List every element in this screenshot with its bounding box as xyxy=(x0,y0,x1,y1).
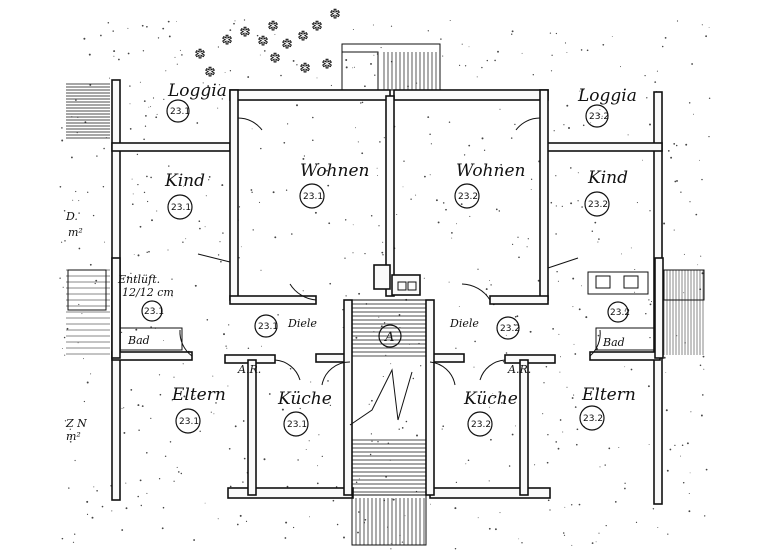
room-number: 23.1 xyxy=(144,307,164,317)
svg-text:✱: ✱ xyxy=(330,7,340,21)
room-kind-2: Kind 23.2 xyxy=(584,168,628,217)
svg-text:✱: ✱ xyxy=(282,37,292,51)
svg-text:✱: ✱ xyxy=(195,47,205,61)
room-name: Bad xyxy=(127,334,150,347)
room-name: Wohnen xyxy=(300,161,369,181)
room-name: Kind xyxy=(164,171,205,191)
room-bad-2: 23.2 Bad xyxy=(602,301,630,349)
room-kueche-1: Küche 23.1 xyxy=(277,389,332,437)
room-number: 23.2 xyxy=(583,414,603,424)
room-wohnen-1: Wohnen 23.1 xyxy=(299,161,369,209)
room-kueche-2: Küche 23.2 xyxy=(463,389,518,437)
room-name: Loggia xyxy=(577,86,637,106)
stair-label: A xyxy=(384,330,394,345)
room-diele-1: 23.1 Diele xyxy=(254,314,317,338)
room-number: 23.1 xyxy=(303,192,323,202)
room-kind-1: Kind 23.1 xyxy=(164,171,205,220)
edge-fragment: Z N xyxy=(65,417,87,430)
paper-speckles xyxy=(59,19,711,550)
room-ar-2: A.R. xyxy=(507,363,531,376)
ventilation-note: Entlüft. 12/12 cm xyxy=(117,273,174,299)
room-number: 23.1 xyxy=(179,417,199,427)
room-number: 23.1 xyxy=(287,420,307,430)
room-number: 23.2 xyxy=(458,192,478,202)
edge-fragment: m² xyxy=(68,226,83,239)
room-number: 23.2 xyxy=(471,420,491,430)
svg-text:✱: ✱ xyxy=(300,61,310,75)
svg-text:✱: ✱ xyxy=(205,65,215,79)
room-number: 23.2 xyxy=(500,324,520,334)
room-name: Kind xyxy=(587,168,628,188)
ventilation-line-1: Entlüft. xyxy=(117,273,160,286)
room-number: 23.2 xyxy=(610,308,630,318)
stairwell: A xyxy=(349,299,427,546)
room-name: Bad xyxy=(602,336,625,349)
room-name: Loggia xyxy=(167,81,227,101)
room-name: Diele xyxy=(449,317,479,330)
room-name: Küche xyxy=(277,389,332,409)
room-eltern-1: Eltern 23.1 xyxy=(171,385,226,434)
edge-fragments: D. m² Z N m² xyxy=(65,210,87,443)
svg-text:✱: ✱ xyxy=(240,25,250,39)
room-name: Küche xyxy=(463,389,518,409)
svg-text:✱: ✱ xyxy=(268,19,278,33)
room-name: A.R. xyxy=(507,363,531,376)
room-wohnen-2: Wohnen 23.2 xyxy=(454,161,525,209)
svg-text:✱: ✱ xyxy=(222,33,232,47)
tree-symbols: ✱ ✱ ✱ ✱ ✱ ✱ ✱ ✱ ✱ ✱ ✱ ✱ ✱ xyxy=(195,7,341,80)
entrance-canopy xyxy=(341,43,441,91)
interior-walls xyxy=(111,89,664,496)
room-diele-2: Diele 23.2 xyxy=(449,316,520,340)
room-name: Eltern xyxy=(581,385,636,405)
room-number: 23.1 xyxy=(171,203,191,213)
edge-fragment: m² xyxy=(66,430,81,443)
room-loggia-1: Loggia 23.1 xyxy=(166,81,227,123)
svg-text:✱: ✱ xyxy=(270,51,280,65)
room-loggia-2: Loggia 23.2 xyxy=(577,86,637,128)
room-name: Wohnen xyxy=(456,161,525,181)
room-number: 23.1 xyxy=(170,107,190,117)
room-number: 23.2 xyxy=(588,200,608,210)
edge-fragment: D. xyxy=(65,210,78,223)
svg-text:✱: ✱ xyxy=(298,29,308,43)
room-name: A.R. xyxy=(237,363,261,376)
svg-text:✱: ✱ xyxy=(258,34,268,48)
room-name: Eltern xyxy=(171,385,226,405)
room-number: 23.1 xyxy=(258,322,278,332)
svg-text:✱: ✱ xyxy=(312,19,322,33)
room-name: Diele xyxy=(287,317,317,330)
door-swings xyxy=(179,117,601,386)
room-bad-1: 23.1 Bad xyxy=(127,300,164,347)
neighbour-hatch xyxy=(66,83,704,355)
room-ar-1: A.R. xyxy=(237,363,261,376)
ventilation-line-2: 12/12 cm xyxy=(122,286,174,299)
room-eltern-2: Eltern 23.2 xyxy=(579,385,636,431)
room-number: 23.2 xyxy=(589,112,609,122)
svg-text:✱: ✱ xyxy=(322,57,332,71)
